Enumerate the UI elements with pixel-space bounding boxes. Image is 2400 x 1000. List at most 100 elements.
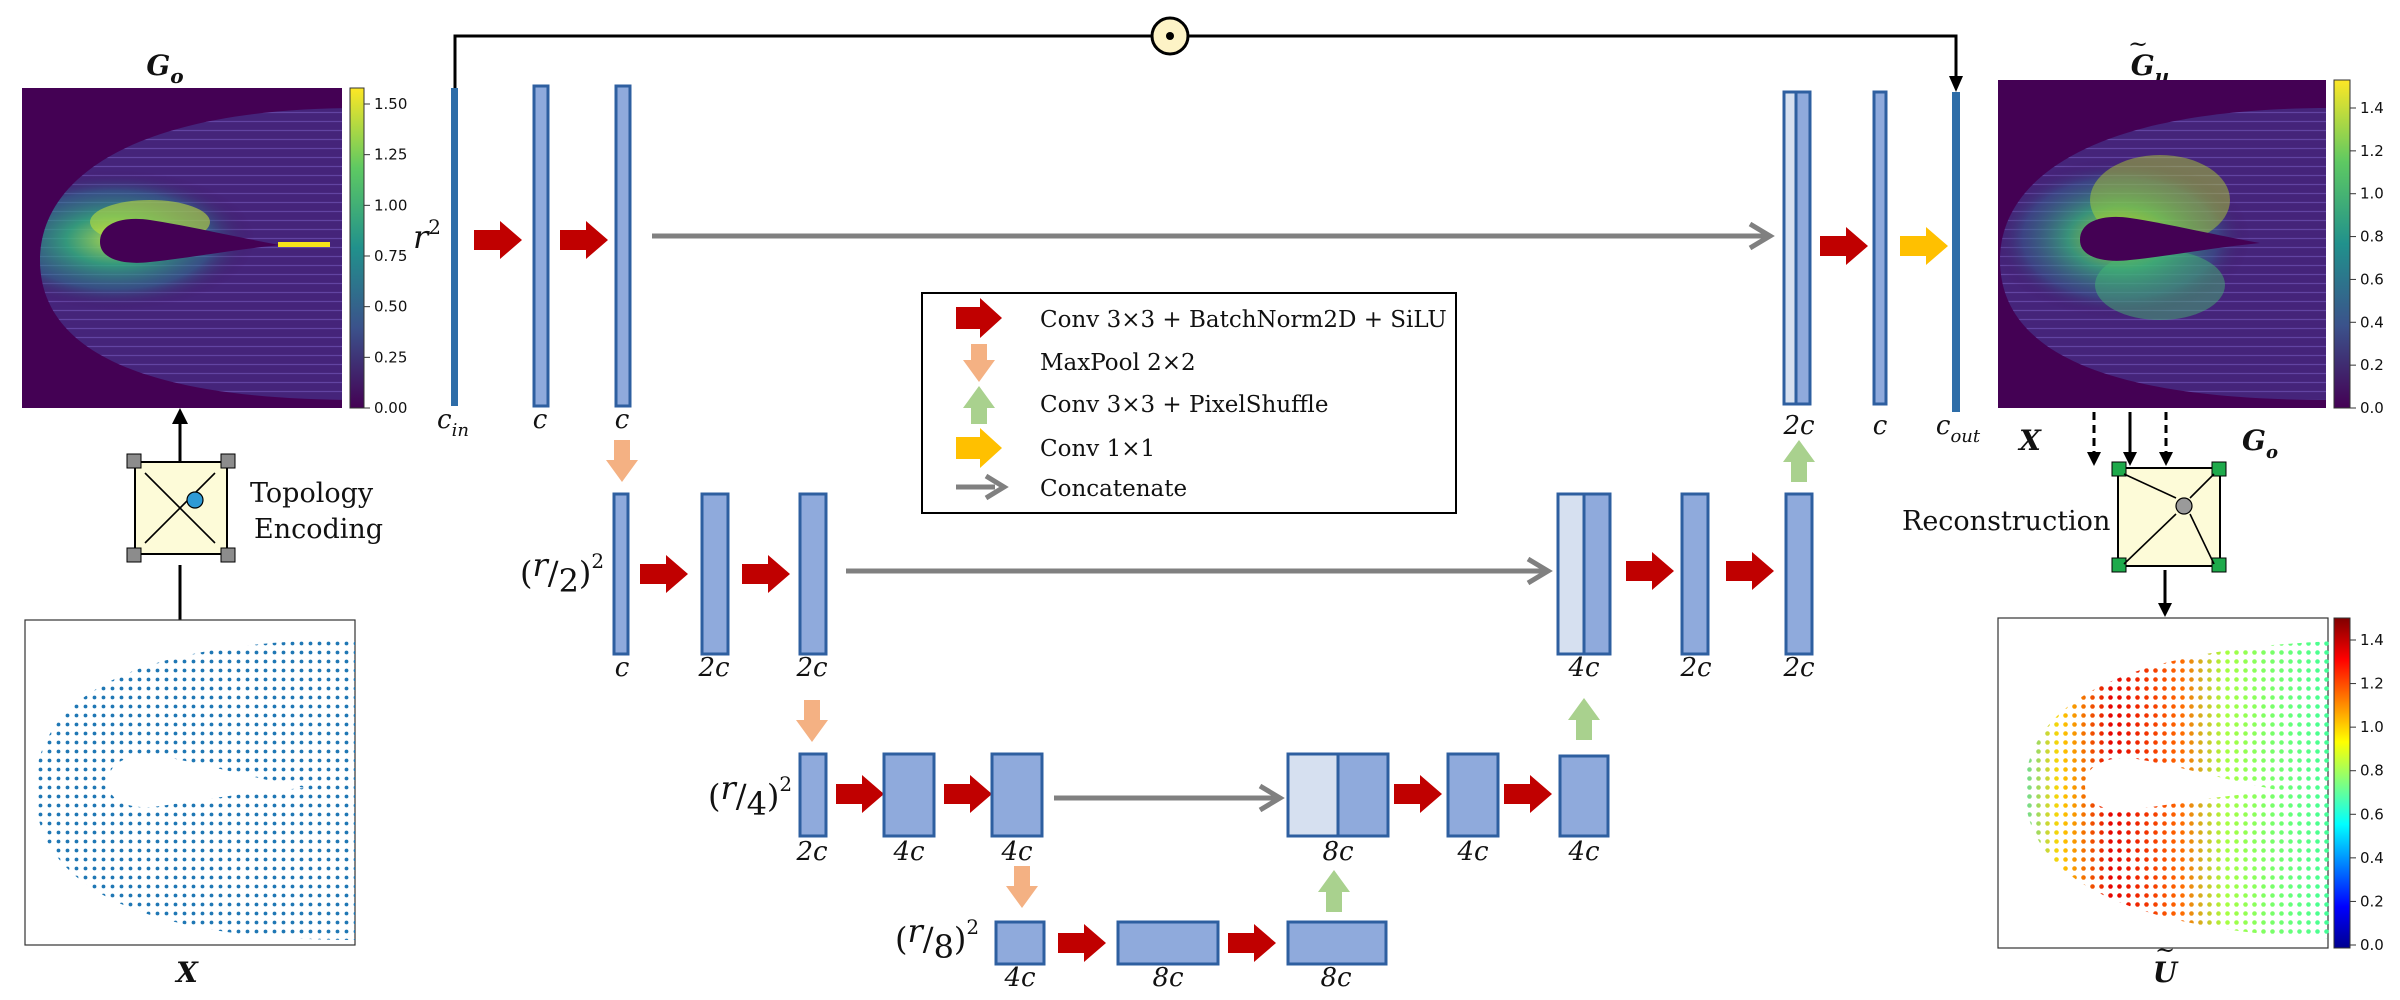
input-block-cin — [451, 88, 458, 406]
legend-maxpool-arrow — [963, 344, 995, 382]
go-title: Go — [146, 49, 183, 88]
conv-arrow — [1820, 227, 1868, 265]
scale-level2: (r/2)2 — [520, 546, 604, 600]
legend-maxpool-label: MaxPool 2×2 — [1040, 350, 1196, 376]
maxpool-arrow — [606, 440, 638, 482]
conv-arrow — [1626, 552, 1674, 590]
gu-panel: Gu ~ 1.41.21.00.80.60.40.20.0 — [1998, 30, 2384, 417]
scale-level3: (r/4)2 — [708, 769, 792, 823]
x-airfoil-hole — [108, 755, 305, 808]
scale-level1: r2 — [413, 215, 441, 256]
reconstruction-center-node — [2175, 497, 2193, 515]
enc2-block-a — [612, 492, 630, 656]
maxpool-arrow — [1006, 866, 1038, 908]
enc2-block-c — [798, 492, 828, 656]
dec2-block-c — [1784, 492, 1814, 656]
go-colorbar-ticks: 1.501.251.000.750.500.250.00 — [364, 95, 407, 417]
dec3-concat-block-up-part — [1336, 752, 1390, 838]
label-cin: cin — [437, 405, 469, 441]
enc3-block-a — [798, 752, 828, 838]
label-dec1-b: c — [1873, 411, 1888, 441]
colorbar-tick-label: 0.2 — [2360, 892, 2384, 910]
concat-arrowhead — [1258, 783, 1285, 813]
conv-arrow — [944, 775, 992, 813]
concat-arrowhead — [1526, 556, 1553, 586]
conv-arrow — [560, 221, 608, 259]
topology-label-line2: Encoding — [254, 514, 383, 545]
colorbar-tick-label: 1.0 — [2360, 185, 2384, 203]
topology-center-node — [186, 491, 204, 509]
gu-colorbar — [2333, 79, 2351, 409]
x-panel: X — [24, 619, 356, 989]
label-dec3-b: 4c — [1456, 837, 1489, 867]
colorbar-tick-label: 0.25 — [374, 348, 407, 366]
colorbar-tick-label: 0.8 — [2360, 228, 2384, 246]
dec2-concat-block-up-part — [1582, 492, 1612, 656]
u-colorbar — [2333, 617, 2351, 949]
label-bottleneck-b: 8c — [1152, 963, 1184, 993]
topology-encoding-block: Topology Encoding — [126, 408, 383, 620]
reconstruction-label: Reconstruction — [1902, 506, 2110, 537]
conv1x1-arrow — [1900, 227, 1948, 265]
colorbar-tick-label: 0.75 — [374, 247, 407, 265]
enc3-block-c — [990, 752, 1044, 838]
conv-arrow — [1726, 552, 1774, 590]
pixelshuffle-arrow — [1783, 440, 1815, 482]
conv-arrow — [1228, 924, 1276, 962]
colorbar-tick-label: 0.4 — [2360, 849, 2384, 867]
u-panel: 1.41.21.00.80.60.40.20.0 U ~ — [1997, 617, 2384, 989]
colorbar-tick-label: 1.4 — [2360, 99, 2384, 117]
label-enc3-b: 4c — [892, 837, 925, 867]
bottleneck-block-b — [1116, 920, 1220, 966]
label-bottleneck-a: 4c — [1003, 963, 1036, 993]
label-enc1-a: c — [533, 405, 548, 435]
u-tilde: ~ — [2155, 936, 2175, 964]
dec1-concat-block-skip-part — [1782, 90, 1798, 406]
concat-arrowhead — [1748, 221, 1775, 251]
label-dec3-a: 8c — [1322, 837, 1354, 867]
colorbar-tick-label: 0.0 — [2360, 936, 2384, 954]
u-colorbar-ticks: 1.41.21.00.80.60.40.20.0 — [2350, 631, 2384, 954]
label-enc3-c: 4c — [1000, 837, 1033, 867]
dec2-block-b — [1680, 492, 1710, 656]
colorbar-tick-label: 1.0 — [2360, 718, 2384, 736]
go-airfoil — [100, 218, 280, 263]
colorbar-tick-label: 0.2 — [2360, 356, 2384, 374]
enc1-block-b — [614, 84, 632, 408]
colorbar-tick-label: 1.2 — [2360, 142, 2384, 160]
global-skip-connection — [453, 16, 1963, 92]
output-block-cout — [1952, 92, 1960, 412]
colorbar-tick-label: 0.6 — [2360, 270, 2384, 288]
dec3-concat-block-skip-part — [1286, 752, 1340, 838]
legend-conv1-arrow — [956, 428, 1002, 468]
label-dec3-c: 4c — [1567, 837, 1600, 867]
label-dec1-a: 2c — [1782, 411, 1815, 441]
colorbar-tick-label: 0.4 — [2360, 313, 2384, 331]
enc3-block-b — [882, 752, 936, 838]
topology-label-line1: Topology — [250, 478, 374, 509]
dec3-block-b — [1446, 752, 1500, 838]
dec1-concat-block-up-part — [1794, 90, 1812, 406]
go-colorbar — [349, 87, 365, 409]
label-bottleneck-c: 8c — [1320, 963, 1352, 993]
legend-concat-label: Concatenate — [1040, 476, 1187, 502]
scale-level4: (r/8)2 — [895, 912, 979, 966]
gu-colorbar-ticks: 1.41.21.00.80.60.40.20.0 — [2350, 99, 2384, 417]
dec1-block-b — [1872, 90, 1888, 406]
dec2-concat-block-skip-part — [1556, 492, 1586, 656]
pixelshuffle-arrow — [1318, 870, 1350, 912]
label-enc2-c: 2c — [795, 653, 828, 683]
conv-arrow — [1058, 924, 1106, 962]
go-panel: Go 1.501.251.000.750.500.250.00 — [22, 49, 407, 417]
u-label: U — [2153, 956, 2179, 989]
label-enc2-b: 2c — [697, 653, 730, 683]
bottleneck-block-c — [1286, 920, 1388, 966]
label-enc1-b: c — [615, 405, 630, 435]
legend-conv1-label: Conv 1×1 — [1040, 436, 1155, 462]
label-enc3-a: 2c — [795, 837, 828, 867]
legend-pixelshuffle-label: Conv 3×3 + PixelShuffle — [1040, 392, 1328, 418]
conv-arrow — [1504, 775, 1552, 813]
colorbar-tick-label: 1.00 — [374, 196, 407, 214]
colorbar-tick-label: 1.25 — [374, 146, 407, 164]
